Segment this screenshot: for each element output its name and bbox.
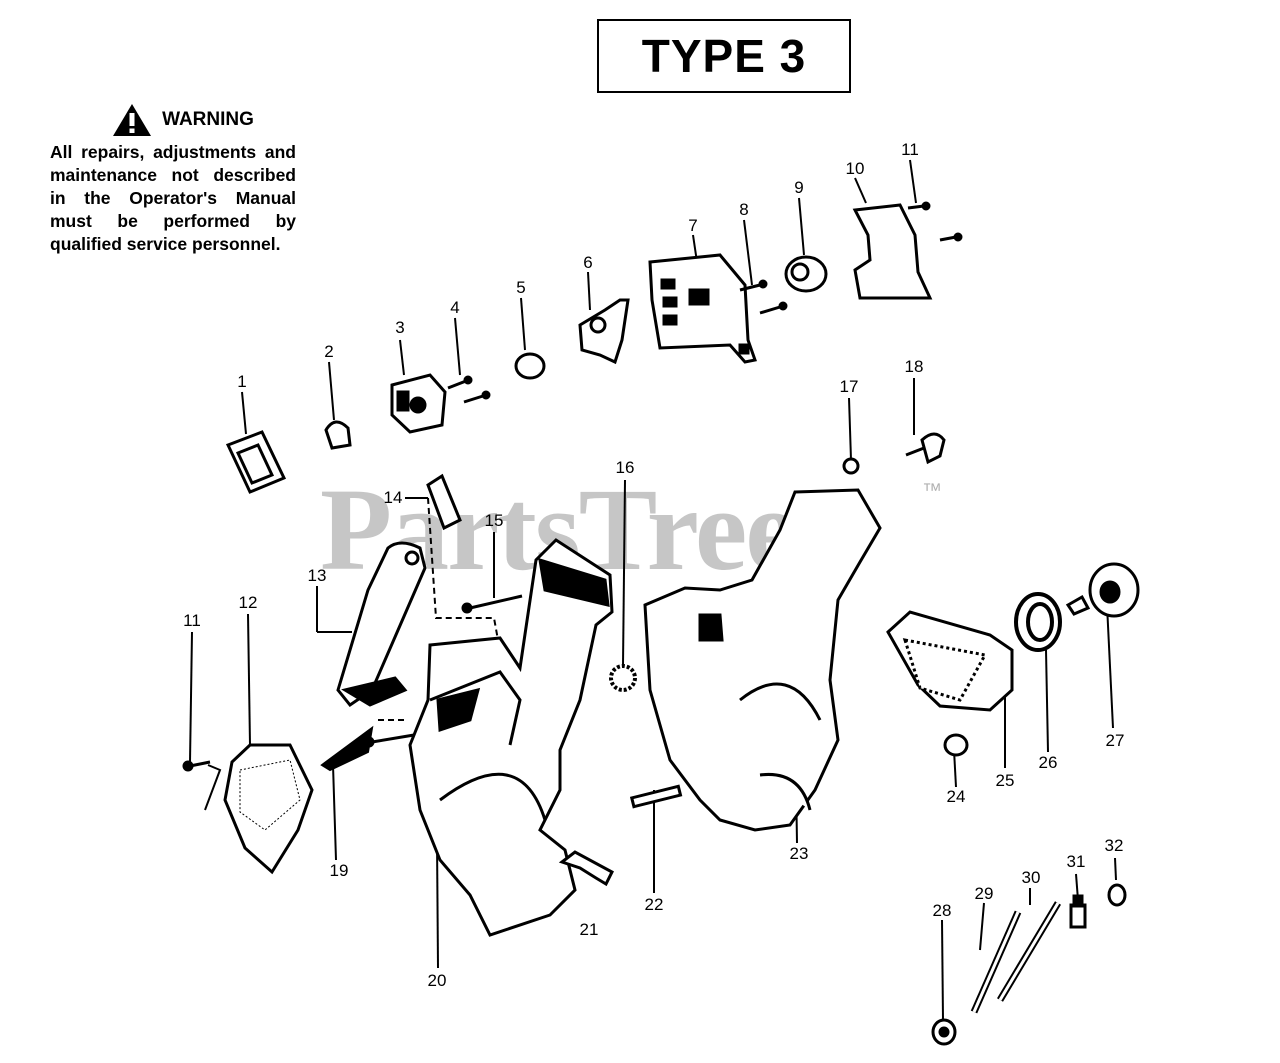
callout-13: 13 (307, 566, 327, 585)
callout-6: 6 (583, 253, 593, 272)
callout-18: 18 (904, 357, 924, 376)
part-21-clip (558, 850, 614, 887)
callout-4: 4 (450, 298, 460, 317)
part-22-pin (629, 784, 683, 809)
part-4-screws (447, 375, 491, 404)
callout-30: 30 (1021, 868, 1041, 887)
callout-14: 14 (383, 488, 403, 507)
callout-5: 5 (516, 278, 526, 297)
callout-25: 25 (995, 771, 1015, 790)
part-27-impeller (1065, 562, 1140, 618)
warning-heading: WARNING (162, 109, 254, 130)
part-6-bracket (578, 298, 630, 365)
part-28-washer (931, 1018, 957, 1046)
callout-1: 1 (237, 372, 247, 391)
part-7-housing (648, 253, 757, 364)
part-29-tube-inner (972, 911, 1020, 1013)
callout-7: 7 (688, 216, 698, 235)
callout-2: 2 (324, 342, 334, 361)
callout-23: 23 (789, 844, 809, 863)
callout-21: 21 (579, 920, 599, 939)
callout-11-left: 11 (183, 611, 201, 630)
part-16-gear (609, 664, 637, 692)
part-13-handle (336, 541, 427, 708)
warning-text: All repairs, adjustments and maintenance… (50, 142, 296, 254)
part-3-carburetor (390, 373, 447, 434)
part-15-screw (461, 594, 523, 614)
part-10-plate (852, 203, 933, 300)
callout-3: 3 (395, 318, 405, 337)
part-11-screws (907, 201, 963, 242)
callout-9: 9 (794, 178, 804, 197)
callout-11-top: 11 (901, 140, 919, 159)
part-30-tube-inner (998, 902, 1060, 1001)
callout-32: 32 (1104, 836, 1124, 855)
callout-28: 28 (932, 901, 952, 920)
callout-26: 26 (1038, 753, 1058, 772)
part-32-grommet (1107, 883, 1127, 907)
part-23-blower-housing (643, 488, 882, 832)
callout-12: 12 (238, 593, 258, 612)
diagram-title: TYPE 3 (597, 19, 851, 93)
part-1-gasket (225, 430, 287, 494)
part-14-pad (426, 473, 462, 531)
part-2-cap (324, 420, 352, 450)
part-31-fitting (1069, 894, 1087, 929)
part-12-cover (223, 743, 314, 875)
callout-29: 29 (974, 884, 994, 903)
part-5-seal (514, 352, 546, 380)
part-17-nut (842, 457, 860, 475)
warning-icon (113, 104, 152, 136)
callout-24: 24 (946, 787, 966, 806)
callout-20: 20 (427, 971, 447, 990)
callout-8: 8 (739, 200, 749, 219)
callout-16: 16 (615, 458, 635, 477)
warning-notice: WARNING All repairs, adjustments and mai… (50, 103, 296, 256)
callout-31: 31 (1066, 852, 1086, 871)
part-9-spacer (784, 255, 828, 293)
part-18-knob (905, 432, 946, 465)
part-24-bushing (943, 733, 969, 757)
callout-27: 27 (1105, 731, 1125, 750)
callout-15: 15 (484, 511, 504, 530)
part-20-blower-housing (363, 538, 614, 937)
callout-19: 19 (329, 861, 349, 880)
part-25-elbow (886, 610, 1014, 712)
part-26-ring (1014, 592, 1062, 652)
trademark-symbol: ™ (922, 480, 942, 502)
callout-22: 22 (644, 895, 664, 914)
callout-10: 10 (845, 159, 865, 178)
part-19-filter (320, 725, 374, 772)
part-8-screws (739, 279, 788, 315)
part-11-screw-left (182, 760, 211, 772)
callout-17: 17 (839, 377, 859, 396)
